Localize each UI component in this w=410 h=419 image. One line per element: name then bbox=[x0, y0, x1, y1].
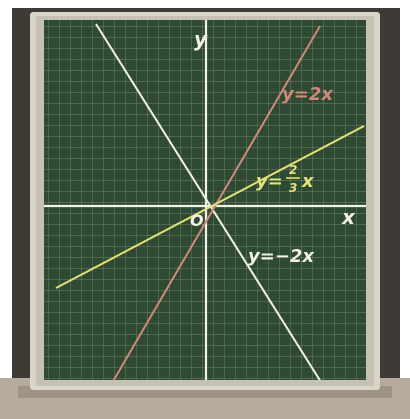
line-y-2x bbox=[112, 25, 321, 380]
label-y-2x: y=2x bbox=[282, 84, 334, 105]
label-y-2-3x-numerator: 2 bbox=[289, 163, 297, 177]
label-y-2-3x-prefix: y= bbox=[256, 171, 283, 192]
x-axis-label: x bbox=[341, 205, 356, 229]
y-axis-label: y bbox=[194, 27, 208, 51]
line-y-2-3x bbox=[55, 125, 365, 289]
label-y-2-3x: y= 2 3 x bbox=[256, 163, 315, 195]
label-y-2-3x-suffix: x bbox=[301, 171, 315, 192]
origin-label: O bbox=[190, 211, 204, 230]
label-y-neg-2x: y=−2x bbox=[248, 246, 315, 267]
label-y-2-3x-denominator: 3 bbox=[289, 181, 297, 195]
